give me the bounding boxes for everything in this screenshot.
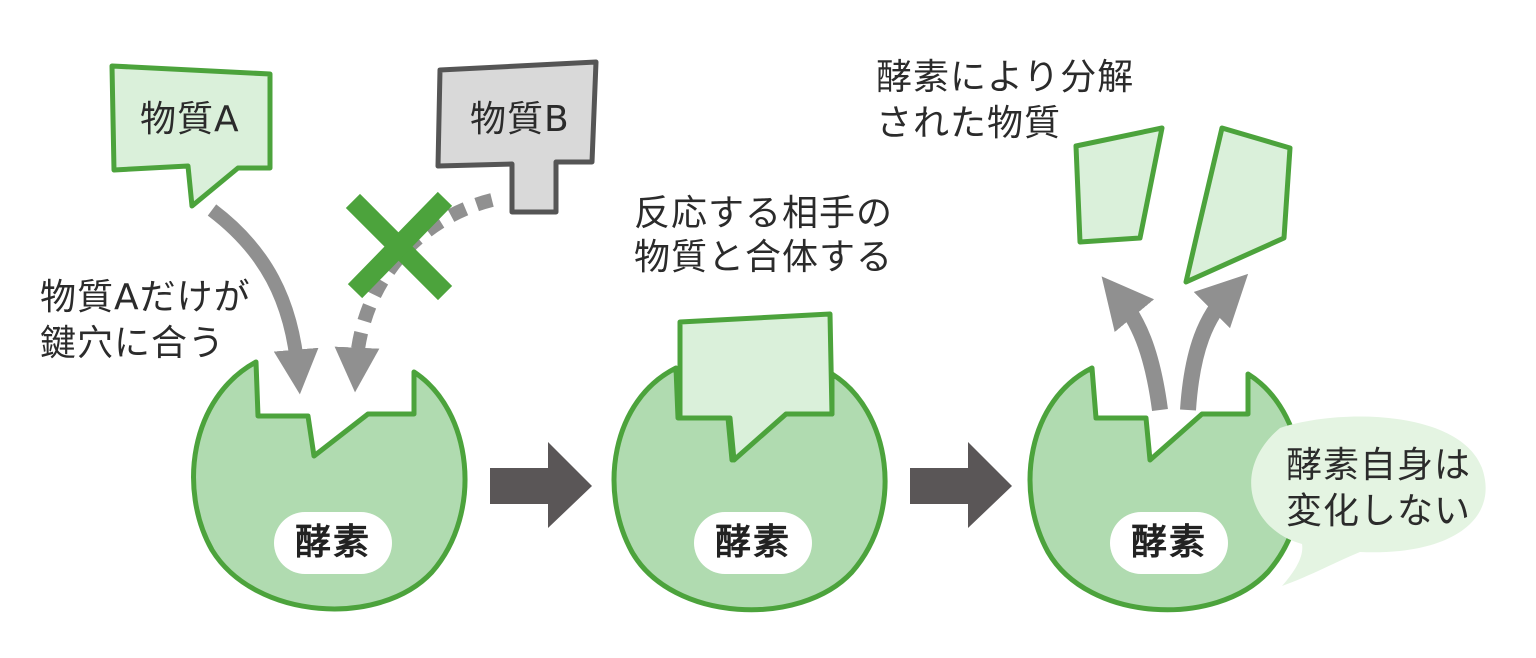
only-a-fits-line1: 物質Aだけが: [40, 277, 251, 318]
binds-line1: 反応する相手の: [634, 193, 894, 234]
release-arrow-right: [1180, 273, 1249, 411]
substance-b-arrow: [334, 193, 494, 393]
only-a-fits-line2: 鍵穴に合う: [40, 323, 226, 364]
release-arrow-left: [1101, 276, 1168, 412]
enzyme-body-1: [191, 359, 468, 612]
substance-a-label: 物質A: [140, 99, 240, 140]
enzyme-label-1: 酵素: [274, 512, 392, 574]
enzyme-label-2: 酵素: [694, 512, 812, 574]
decomposed-line2: された物質: [876, 103, 1062, 144]
substance-a-shape: [109, 63, 273, 209]
speech-bubble: [1251, 416, 1486, 586]
substance-b-label: 物質B: [470, 99, 570, 140]
cross-mark-icon: [345, 191, 453, 301]
right-arrow-icon: [490, 442, 592, 528]
bound-substance-shape: [677, 311, 835, 463]
unchanged-line2: 変化しない: [1286, 491, 1472, 532]
enzyme-body-3: [1027, 365, 1304, 613]
decomposed-piece-right: [1183, 125, 1293, 285]
right-arrow-icon: [910, 442, 1012, 528]
decomposed-line1: 酵素により分解: [876, 57, 1135, 98]
enzyme-body-2: [611, 365, 888, 613]
substance-a-arrow: [207, 204, 319, 395]
binds-line2: 物質と合体する: [634, 237, 894, 278]
decomposed-piece-left: [1073, 125, 1165, 245]
unchanged-line1: 酵素自身は: [1286, 445, 1472, 486]
substance-b-shape: [435, 59, 599, 215]
enzyme-label-3: 酵素: [1110, 512, 1228, 574]
